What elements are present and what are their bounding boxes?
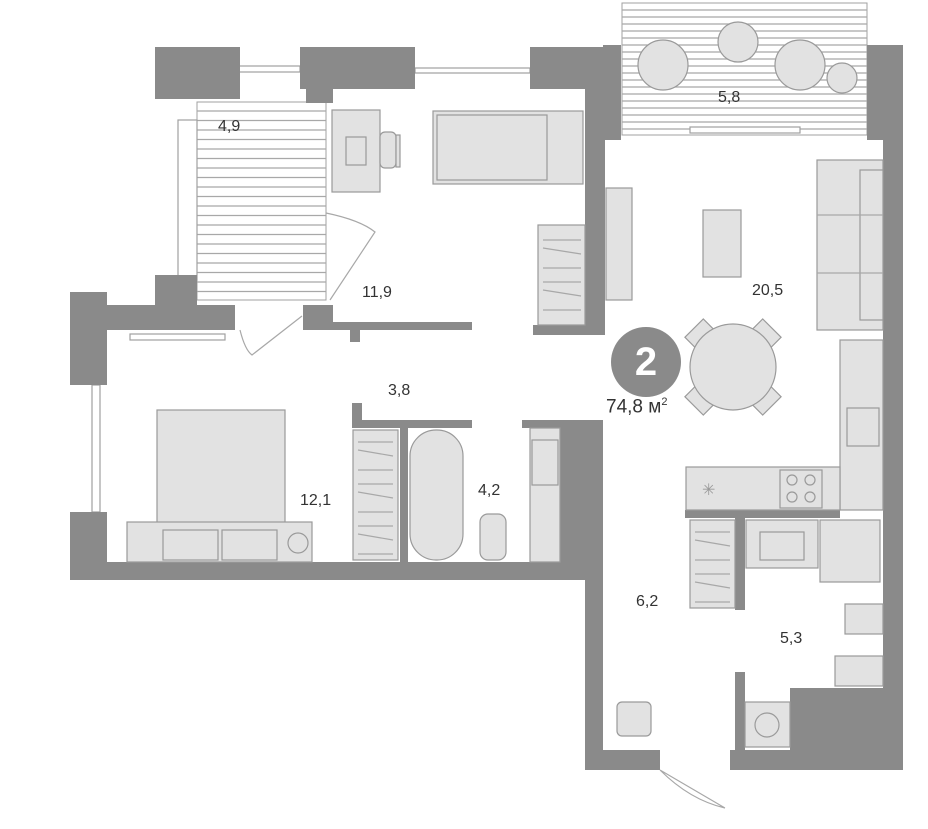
- room-area-label: 5,3: [780, 630, 803, 647]
- area-unit: м: [648, 396, 662, 418]
- hatch-line: [357, 449, 394, 457]
- walls: [70, 45, 903, 770]
- room-area-label: 4,2: [478, 482, 501, 499]
- hatch-line: [357, 533, 394, 541]
- room-area-label: 11,9: [362, 284, 392, 301]
- rooms-count-badge: 2: [611, 327, 681, 397]
- hatch-line: [694, 539, 731, 547]
- hatch-line: [542, 289, 582, 297]
- area-unit-power: 2: [661, 396, 668, 408]
- total-area-value: 74,8: [606, 396, 643, 418]
- svg-text:✳: ✳: [702, 482, 715, 499]
- furniture: ✳: [126, 21, 884, 748]
- hatch-line: [357, 491, 394, 499]
- room-area-label: 20,5: [752, 282, 784, 299]
- room-area-label: 6,2: [636, 593, 659, 610]
- room-area-label: 3,8: [388, 382, 411, 399]
- hatch-line: [694, 581, 731, 589]
- room-area-label: 12,1: [300, 492, 332, 509]
- room-area-label: 5,8: [718, 89, 741, 106]
- room-area-label: 4,9: [218, 118, 241, 135]
- doors: [239, 212, 726, 809]
- hatch-line: [542, 247, 582, 255]
- balcony-left: [177, 101, 327, 301]
- total-area: 74,8 м2: [606, 396, 667, 418]
